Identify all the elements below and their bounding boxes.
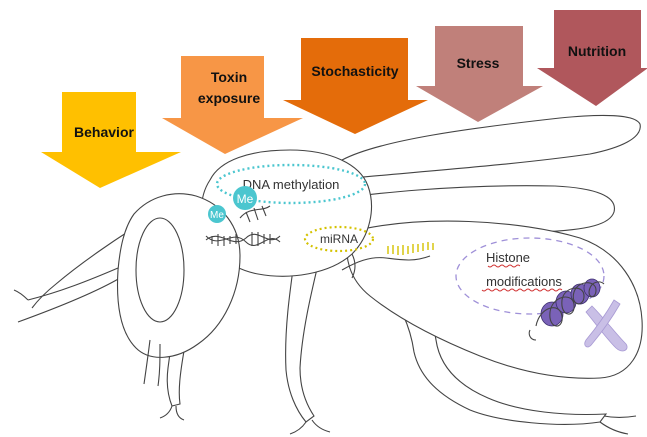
arrow-label-line: Nutrition xyxy=(568,43,626,59)
methyl-mark-icon: Me xyxy=(208,205,226,223)
bee-middle-foot xyxy=(290,420,330,434)
bee-hind-foot xyxy=(600,416,636,434)
bee-abdomen xyxy=(347,221,642,378)
arrow-shape xyxy=(283,38,428,134)
factor-arrow-nutrition: Nutrition xyxy=(537,10,647,106)
bee-front-leg-left xyxy=(14,268,120,322)
factor-arrow-stochasticity: Stochasticity xyxy=(283,38,428,134)
arrow-label-line: Stochasticity xyxy=(311,63,398,79)
arrow-label-line: Behavior xyxy=(74,124,134,140)
arrow-label-line: exposure xyxy=(198,90,260,106)
factor-arrow-behavior: Behavior xyxy=(41,92,181,188)
histone-label-line: Histone xyxy=(486,250,530,265)
arrow-label-line: Toxin xyxy=(211,69,247,85)
dna-methylation-label: DNA methylation xyxy=(243,177,340,192)
histone-label-line: modifications xyxy=(486,274,562,289)
factor-arrow-toxin-exposure: Toxin exposure xyxy=(162,56,303,154)
arrow-label-line: Stress xyxy=(457,55,500,71)
bee-upper-wing xyxy=(341,116,640,178)
arrow-shape xyxy=(41,92,181,188)
bee-front-foot xyxy=(160,406,184,420)
mirna-label: miRNA xyxy=(320,232,358,246)
bee-eye xyxy=(136,218,184,322)
methyl-mark-icon: Me xyxy=(233,186,257,210)
arrow-shape xyxy=(416,26,543,122)
methyl-mark-label: Me xyxy=(237,192,254,206)
factor-arrow-stress: Stress xyxy=(416,26,543,122)
methyl-mark-label: Me xyxy=(210,210,224,221)
